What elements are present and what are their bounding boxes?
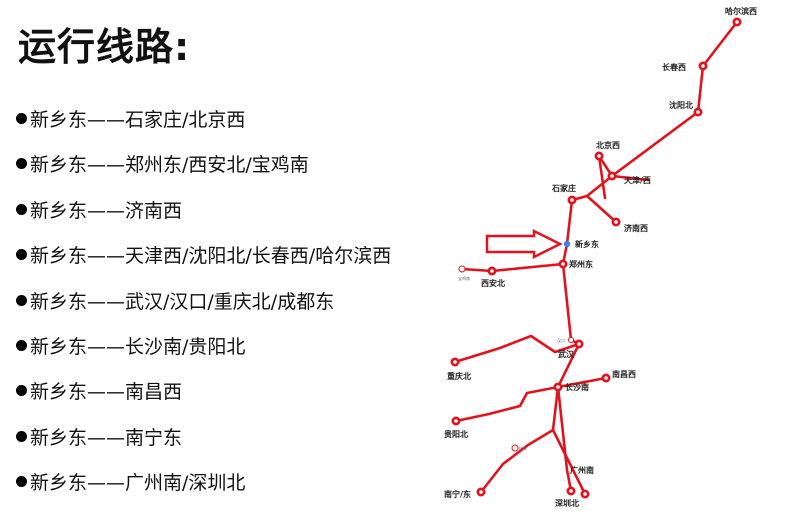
rail-line xyxy=(454,385,560,423)
station-label: 武汉 xyxy=(558,349,575,359)
station-label: 沈阳北 xyxy=(669,100,693,110)
station-label: 天津/西 xyxy=(624,175,651,185)
rail-line xyxy=(561,20,739,266)
route-text: 新乡东——武汉/汉口/重庆北/成都东 xyxy=(30,290,335,313)
route-text: 新乡东——广州南/深圳北 xyxy=(30,472,246,495)
station-hankou: 汉口 xyxy=(557,337,574,343)
station-changchun: 长春西 xyxy=(662,61,708,72)
rail-line xyxy=(597,154,607,200)
station-label: 哈尔滨西 xyxy=(725,6,757,16)
station-tianjin: 天津/西 xyxy=(607,171,651,185)
station-guangzhou: 广州南 xyxy=(566,465,594,496)
bullet-icon xyxy=(16,430,27,442)
station-label: 桂林 xyxy=(519,445,527,451)
rail-line xyxy=(551,428,587,496)
route-item: 新乡东——济南西 xyxy=(16,189,391,234)
station-xian: 西安北 xyxy=(481,266,505,288)
route-item: 新乡东——南宁东 xyxy=(16,416,391,461)
rail-line xyxy=(585,194,618,224)
station-label: 广州南 xyxy=(570,465,594,475)
route-text: 新乡东——南宁东 xyxy=(30,426,183,449)
station-shijiazhuang: 石家庄 xyxy=(551,183,577,205)
bullet-icon xyxy=(16,113,27,124)
page-title: 运行线路: xyxy=(18,25,191,69)
station-changsha: 长沙南 xyxy=(553,382,589,392)
route-item: 新乡东——石家庄/北京西 xyxy=(16,98,391,143)
station-shenzhen: 深圳北 xyxy=(555,489,590,508)
rail-lines xyxy=(453,20,739,496)
station-xinxiang: 新乡东 xyxy=(563,239,599,249)
station-label: 新乡东 xyxy=(575,239,599,249)
route-item: 新乡东——武汉/汉口/重庆北/成都东 xyxy=(16,280,391,325)
station-label: 贵阳北 xyxy=(444,429,468,439)
route-item: 新乡东——南昌西 xyxy=(16,370,391,415)
station-label: 重庆北 xyxy=(447,371,471,381)
rail-line xyxy=(460,262,565,273)
rail-line xyxy=(453,334,581,364)
route-item: 新乡东——长沙南/贵阳北 xyxy=(16,325,391,370)
route-text: 新乡东——石家庄/北京西 xyxy=(30,109,246,131)
station-label: 西安北 xyxy=(481,278,505,288)
station-chongqing: 重庆北 xyxy=(447,357,471,381)
route-text: 新乡东——郑州东/西安北/宝鸡南 xyxy=(30,154,309,177)
station-label: 济南西 xyxy=(624,223,648,233)
bullet-icon xyxy=(16,294,27,306)
station-nanchang: 南昌西 xyxy=(601,369,636,383)
station-jinan: 济南西 xyxy=(611,217,648,233)
rail-line xyxy=(479,342,581,494)
bullet-icon xyxy=(16,339,27,351)
station-label: 郑州东 xyxy=(569,259,593,269)
rail-line xyxy=(556,385,573,493)
station-harbin: 哈尔滨西 xyxy=(725,6,757,27)
station-label: 南昌西 xyxy=(612,369,636,379)
station-label: 北京西 xyxy=(596,140,620,150)
route-item: 新乡东——郑州东/西安北/宝鸡南 xyxy=(16,143,391,188)
station-label: 汉口 xyxy=(557,337,565,343)
rail-line xyxy=(561,262,581,346)
station-baoji: 宝鸡南 xyxy=(458,265,470,281)
station-label: 宝鸡南 xyxy=(458,275,470,281)
station-beijing: 北京西 xyxy=(594,140,620,161)
bullet-icon xyxy=(16,476,27,488)
origin-arrow-icon xyxy=(485,228,563,260)
route-text: 新乡东——长沙南/贵阳北 xyxy=(30,335,246,358)
station-label: 长春西 xyxy=(662,62,686,72)
station-shenyang: 沈阳北 xyxy=(669,100,703,117)
bullet-icon xyxy=(16,385,27,397)
station-guilin: 桂林 xyxy=(511,444,527,452)
route-list: 新乡东——石家庄/北京西 新乡东——郑州东/西安北/宝鸡南 新乡东——济南西 新… xyxy=(16,98,391,507)
route-item: 新乡东——广州南/深圳北 xyxy=(16,461,391,506)
bullet-icon xyxy=(16,249,27,261)
station-label: 深圳北 xyxy=(555,498,579,508)
station-label: 南宁/东 xyxy=(444,489,471,499)
station-wuhan: 武汉 xyxy=(558,339,584,359)
route-item: 新乡东——天津西/沈阳北/长春西/哈尔滨西 xyxy=(16,234,391,279)
station-guiyang: 贵阳北 xyxy=(444,416,468,439)
station-nanning: 南宁/东 xyxy=(444,487,486,499)
route-text: 新乡东——天津西/沈阳北/长春西/哈尔滨西 xyxy=(30,245,392,268)
rail-line xyxy=(556,376,608,389)
route-text: 新乡东——济南西 xyxy=(30,199,183,222)
station-label: 长沙南 xyxy=(565,382,589,392)
bullet-icon xyxy=(16,203,27,215)
station-zhengzhou: 郑州东 xyxy=(558,259,593,269)
bullet-icon xyxy=(16,158,27,170)
route-text: 新乡东——南昌西 xyxy=(30,381,183,404)
station-label: 石家庄 xyxy=(551,183,576,193)
